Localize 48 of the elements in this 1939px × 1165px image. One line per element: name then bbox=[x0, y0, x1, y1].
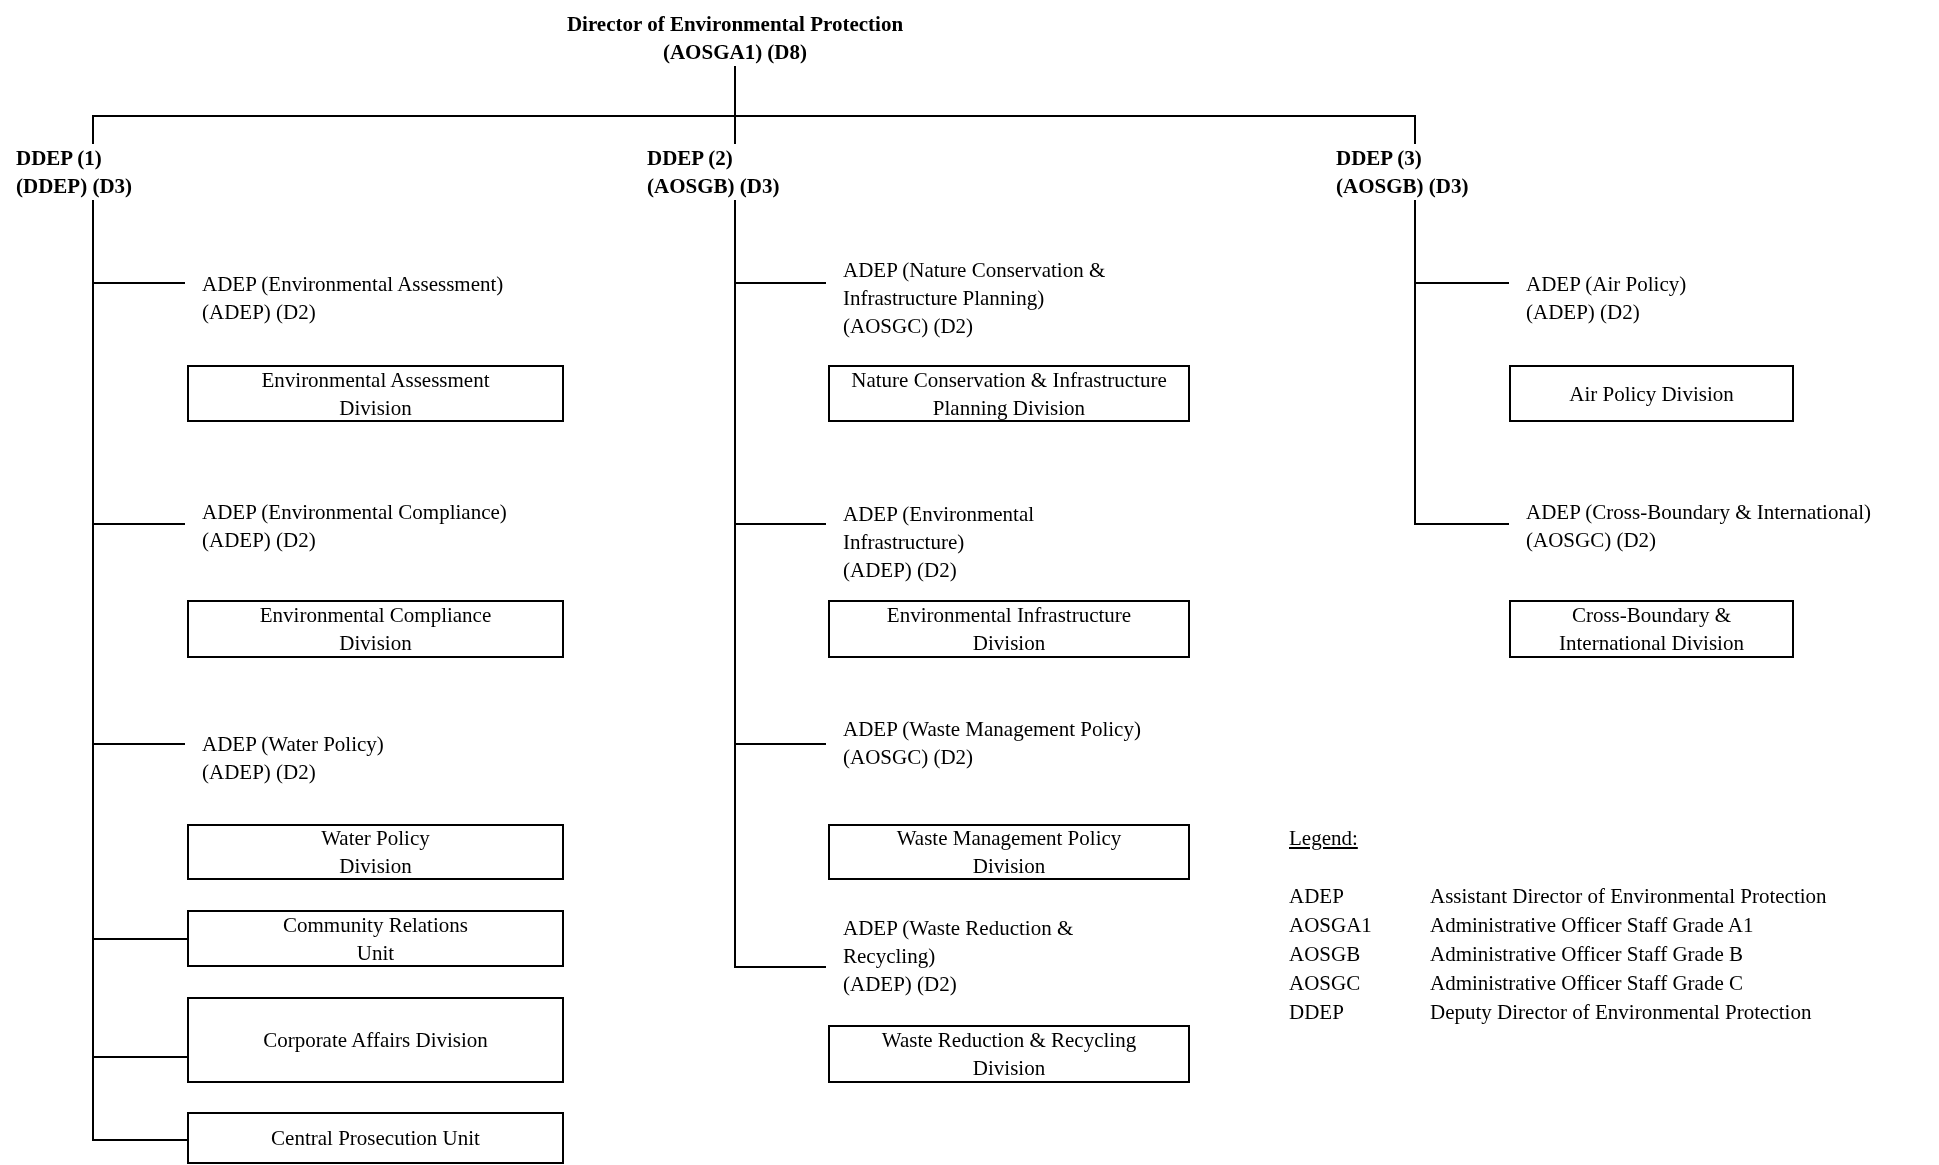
grade-text: (ADEP) (D2) bbox=[202, 299, 317, 326]
definition-text: Administrative Officer Staff Grade C bbox=[1430, 970, 1743, 997]
legend-heading: Legend: bbox=[1289, 825, 1358, 852]
abbreviation-text: AOSGB bbox=[1289, 941, 1361, 968]
position-title: ADEP (Waste Reduction & Recycling) bbox=[843, 915, 1075, 970]
position-title: ADEP (Environmental Compliance) bbox=[202, 499, 508, 526]
position-title: ADEP (Nature Conservation & Infrastructure Planning) bbox=[843, 257, 1107, 312]
definition-text: Assistant Director of Environmental Protection bbox=[1430, 883, 1827, 910]
grade-text: (AOSGC) (D2) bbox=[843, 313, 975, 340]
position-title: ADEP (Environmental Assessment) bbox=[202, 271, 505, 298]
unit-box: Community Relations Unit bbox=[187, 910, 564, 967]
unit-box: Cross-Boundary & International Division bbox=[1509, 600, 1794, 658]
unit-box: Environmental Assessment Division bbox=[187, 365, 564, 422]
unit-box: Waste Reduction & Recycling Division bbox=[828, 1025, 1190, 1083]
unit-box: Nature Conservation & Infrastructure Planning Division bbox=[828, 365, 1190, 422]
connector-line bbox=[1414, 199, 1510, 525]
grade-text: (AOSGC) (D2) bbox=[1526, 527, 1658, 554]
heading-text: Director of Environmental Protection (AOSGA1) (D8) bbox=[505, 10, 965, 66]
abbreviation-text: ADEP bbox=[1289, 883, 1344, 910]
connector-line bbox=[734, 65, 1416, 145]
unit-box: Environmental Infrastructure Division bbox=[828, 600, 1190, 658]
position-title: DDEP (3) (AOSGB) (D3) bbox=[1336, 144, 1486, 200]
abbreviation-text: AOSGC bbox=[1289, 970, 1361, 997]
unit-box: Corporate Affairs Division bbox=[187, 997, 564, 1083]
unit-box: Central Prosecution Unit bbox=[187, 1112, 564, 1164]
definition-text: Deputy Director of Environmental Protection bbox=[1430, 999, 1812, 1026]
grade-text: (ADEP) (D2) bbox=[843, 971, 958, 998]
definition-text: Administrative Officer Staff Grade B bbox=[1430, 941, 1743, 968]
grade-text: (ADEP) (D2) bbox=[1526, 299, 1641, 326]
unit-box: Air Policy Division bbox=[1509, 365, 1794, 422]
grade-text: (ADEP) (D2) bbox=[202, 759, 317, 786]
unit-box: Water Policy Division bbox=[187, 824, 564, 880]
position-title: ADEP (Cross-Boundary & International) bbox=[1526, 499, 1873, 526]
abbreviation-text: AOSGA1 bbox=[1289, 912, 1372, 939]
connector-line bbox=[734, 199, 827, 968]
unit-box: Waste Management Policy Division bbox=[828, 824, 1190, 880]
position-title: DDEP (2) (AOSGB) (D3) bbox=[647, 144, 797, 200]
definition-text: Administrative Officer Staff Grade A1 bbox=[1430, 912, 1754, 939]
grade-text: (ADEP) (D2) bbox=[202, 527, 317, 554]
grade-text: (ADEP) (D2) bbox=[843, 557, 958, 584]
grade-text: (AOSGC) (D2) bbox=[843, 744, 975, 771]
position-title: DDEP (1) (DDEP) (D3) bbox=[16, 144, 166, 200]
position-title: ADEP (Water Policy) bbox=[202, 731, 385, 758]
unit-box: Environmental Compliance Division bbox=[187, 600, 564, 658]
position-title: ADEP (Environmental Infrastructure) bbox=[843, 501, 1036, 556]
position-title: ADEP (Waste Management Policy) bbox=[843, 716, 1142, 743]
position-title: ADEP (Air Policy) bbox=[1526, 271, 1688, 298]
abbreviation-text: DDEP bbox=[1289, 999, 1344, 1026]
